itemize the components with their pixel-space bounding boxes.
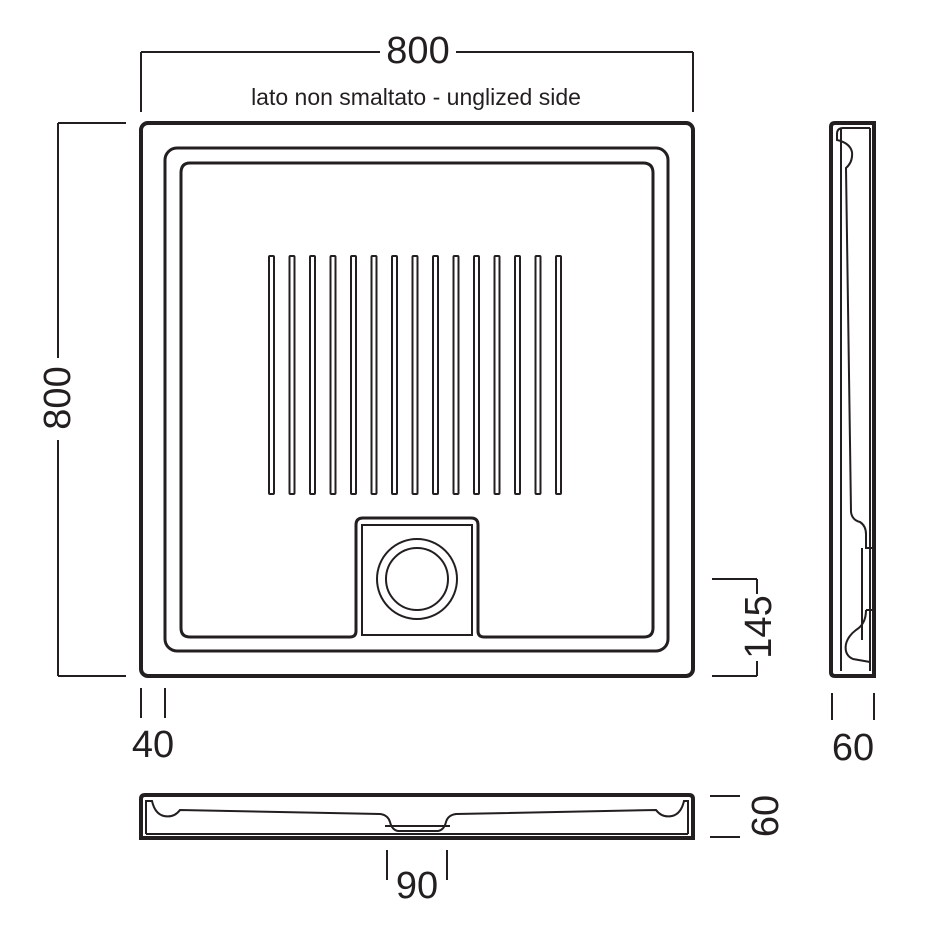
side-depth-label: 60 — [832, 727, 874, 769]
dimension-side-depth: 60 — [831, 693, 875, 769]
dimension-front-depth: 60 — [710, 795, 787, 838]
front-view — [139, 793, 695, 840]
front-profile-inner — [145, 800, 689, 834]
drain-width-label: 90 — [396, 865, 438, 907]
groove — [534, 255, 542, 495]
side-view — [829, 121, 876, 678]
drain-outer-ring — [376, 538, 458, 620]
groove — [329, 255, 337, 495]
drain-inner-ring — [385, 547, 449, 611]
groove — [411, 255, 419, 495]
unglazed-side-note: lato non smaltato - unglized side — [251, 84, 581, 110]
groove — [268, 255, 275, 495]
groove — [555, 255, 562, 495]
plan-view — [139, 121, 695, 678]
drain-housing — [361, 524, 473, 636]
groove — [473, 255, 480, 495]
groove — [370, 255, 378, 495]
width-label: 800 — [386, 30, 449, 72]
groove — [514, 255, 521, 495]
groove — [493, 255, 501, 495]
drain-offset-label: 145 — [738, 595, 780, 658]
groove — [288, 255, 296, 495]
anti-slip-grooves — [268, 255, 562, 495]
tray-inner-rim — [163, 146, 670, 653]
groove — [309, 255, 316, 495]
groove — [432, 255, 439, 495]
dimension-drain-offset: 145 — [712, 578, 780, 677]
rim-label: 40 — [132, 724, 174, 766]
front-profile-outer — [139, 793, 695, 840]
dimension-rim: 40 — [132, 688, 174, 766]
side-profile-outer — [829, 121, 876, 678]
groove — [391, 255, 398, 495]
dimension-height: 800 — [37, 122, 126, 677]
groove — [350, 255, 357, 495]
groove — [452, 255, 460, 495]
dimension-width: 800 — [140, 30, 694, 112]
height-label: 800 — [37, 366, 79, 429]
tray-basin — [179, 161, 655, 639]
dimension-drain-width: 90 — [386, 850, 448, 907]
front-depth-label: 60 — [745, 795, 787, 837]
tray-outline — [139, 121, 695, 678]
side-profile-inner — [836, 127, 874, 663]
